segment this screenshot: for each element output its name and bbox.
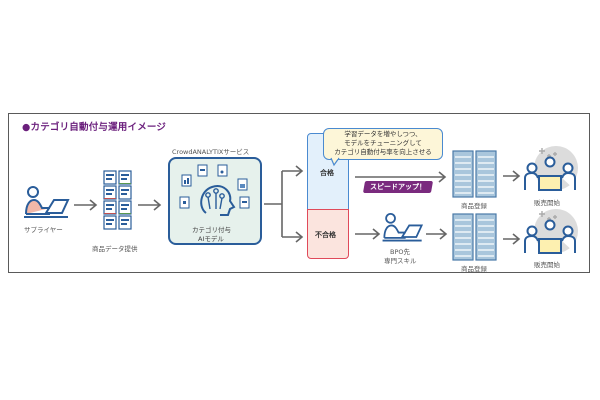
register-bottom-icon — [452, 213, 497, 261]
bpo-icon — [382, 213, 424, 242]
ai-model-line1: カテゴリ付与 — [192, 226, 231, 234]
callout-line2: モデルをチューニングして — [344, 139, 422, 147]
register-top-label: 商品登録 — [461, 202, 487, 210]
diagram-title: ●カテゴリ自動付与運用イメージ — [22, 122, 167, 133]
sales-bottom-icon — [524, 209, 578, 254]
fail-label: 不合格 — [315, 231, 336, 239]
arrow-register-to-sales-bottom — [503, 233, 521, 245]
sales-top-icon — [524, 146, 578, 191]
pass-label: 合格 — [320, 169, 334, 177]
ai-model-line2: AIモデル — [198, 235, 224, 243]
arrow-bpo-to-register — [426, 228, 448, 240]
speed-up-text: スピードアップ！ — [370, 183, 426, 191]
speed-up-badge: スピードアップ！ — [362, 181, 434, 193]
arrow-pass-to-register — [355, 171, 447, 183]
arrow-fail-to-bpo — [355, 228, 381, 240]
register-top-icon — [452, 150, 497, 198]
register-bottom-label: 商品登録 — [461, 265, 487, 273]
bpo-label-line1: BPO先 — [390, 248, 410, 256]
fail-box — [307, 209, 349, 259]
supplier-label: サプライヤー — [24, 226, 63, 234]
callout-line3: カテゴリ自動付与率を向上させる — [334, 148, 432, 156]
callout-tail — [330, 157, 340, 167]
supplier-icon — [24, 186, 70, 218]
arrow-data-to-service — [138, 199, 162, 211]
callout-bubble: 学習データを増やしつつ、 モデルをチューニングして カテゴリ自動付与率を向上させ… — [323, 128, 443, 160]
product-data-label: 商品データ提供 — [92, 245, 138, 253]
branch-arrows — [264, 165, 304, 243]
ai-brain-icon — [179, 164, 250, 216]
callout-line1: 学習データを増やしつつ、 — [344, 130, 422, 138]
document-stack-icon — [103, 170, 132, 230]
bpo-label-line2: 専門スキル — [384, 257, 417, 265]
arrow-supplier-to-data — [74, 199, 98, 211]
service-header: CrowdANALYTIXサービス — [172, 148, 250, 156]
arrow-register-to-sales-top — [503, 170, 521, 182]
sales-bottom-label: 販売開始 — [534, 261, 560, 269]
sales-top-label: 販売開始 — [534, 199, 560, 207]
